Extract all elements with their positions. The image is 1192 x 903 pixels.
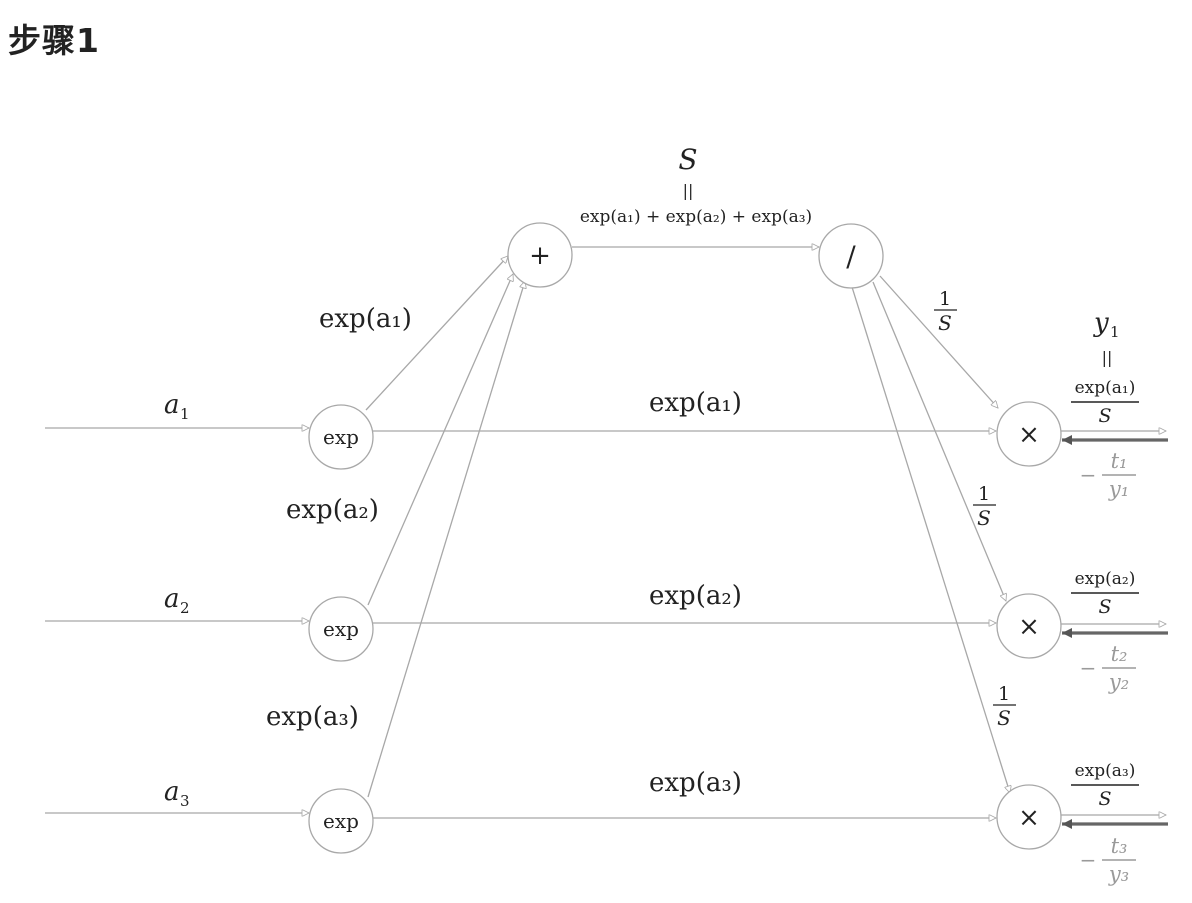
svg-text:S: S <box>1098 405 1111 427</box>
svg-text:exp(a₂): exp(a₂) <box>1075 569 1136 589</box>
svg-text:a: a <box>164 584 180 614</box>
output-fraction-2: exp(a₂) S <box>1071 569 1139 618</box>
svg-text:y: y <box>1093 308 1109 338</box>
edge-exp2-plus <box>367 274 513 606</box>
label-exp-a2-horiz: exp(a₂) <box>649 581 742 611</box>
exp-node-3: exp <box>308 788 374 854</box>
svg-text:1: 1 <box>998 683 1010 705</box>
svg-text:×: × <box>1018 803 1040 833</box>
label-exp-a3-horiz: exp(a₃) <box>649 768 742 798</box>
label-exp-a1-horiz: exp(a₁) <box>649 388 742 418</box>
fraction-1-over-S-3: 1 S <box>993 683 1016 730</box>
edge-div-mul1 <box>879 275 998 408</box>
svg-text:−: − <box>1080 656 1097 680</box>
svg-text:||: || <box>1102 348 1113 367</box>
svg-text:−: − <box>1080 848 1097 872</box>
svg-text:S: S <box>1098 596 1111 618</box>
multiply-node-3: × <box>996 784 1062 850</box>
svg-text:+: + <box>529 241 551 271</box>
svg-text:y₂: y₂ <box>1108 670 1129 694</box>
exp-node-1: exp <box>308 404 374 470</box>
gradient-label-3: − t₃ y₃ <box>1080 834 1136 886</box>
svg-text:t₃: t₃ <box>1111 834 1128 858</box>
svg-text:a: a <box>164 390 180 420</box>
svg-text:y₁: y₁ <box>1108 477 1129 501</box>
svg-text:S: S <box>1098 788 1111 810</box>
svg-text:1: 1 <box>1110 323 1120 341</box>
edge-exp3-plus <box>367 281 525 798</box>
label-S-definition: exp(a₁) + exp(a₂) + exp(a₃) <box>580 207 812 227</box>
svg-text:S: S <box>997 706 1011 730</box>
svg-text:a: a <box>164 777 180 807</box>
label-S: S <box>678 143 697 176</box>
svg-text:S: S <box>977 506 991 530</box>
svg-text:×: × <box>1018 420 1040 450</box>
svg-text:1: 1 <box>939 288 951 310</box>
edge-exp1-plus <box>365 256 508 411</box>
svg-text:t₁: t₁ <box>1111 449 1128 473</box>
svg-text:1: 1 <box>978 483 990 505</box>
gradient-label-1: − t₁ y₁ <box>1080 449 1136 501</box>
multiply-node-1: × <box>996 401 1062 467</box>
divide-node: / <box>818 223 884 289</box>
label-a2: a 2 <box>164 584 190 617</box>
output-fraction-3: exp(a₃) S <box>1071 761 1139 810</box>
label-a3: a 3 <box>164 777 190 810</box>
edge-div-mul2 <box>872 281 1006 601</box>
svg-text:exp(a₃): exp(a₃) <box>1075 761 1136 781</box>
page-title: 步骤1 <box>8 21 100 60</box>
plus-node: + <box>507 222 573 288</box>
svg-text:y₃: y₃ <box>1108 862 1129 886</box>
svg-text:exp: exp <box>323 617 359 641</box>
svg-text:2: 2 <box>180 599 190 617</box>
output-fraction-1: exp(a₁) S <box>1071 378 1139 427</box>
label-S-equals: || <box>683 181 694 200</box>
svg-text:1: 1 <box>180 405 190 423</box>
label-exp-a3-diag: exp(a₃) <box>266 702 359 732</box>
svg-text:−: − <box>1080 463 1097 487</box>
svg-text:t₂: t₂ <box>1111 642 1128 666</box>
svg-text:×: × <box>1018 612 1040 642</box>
fraction-1-over-S-1: 1 S <box>934 288 957 335</box>
gradient-label-2: − t₂ y₂ <box>1080 642 1136 694</box>
label-a1: a 1 <box>164 390 190 423</box>
svg-text:S: S <box>938 311 952 335</box>
label-exp-a1-diag: exp(a₁) <box>319 304 412 334</box>
fraction-1-over-S-2: 1 S <box>973 483 996 530</box>
svg-text:exp(a₁): exp(a₁) <box>1075 378 1136 398</box>
label-exp-a2-diag: exp(a₂) <box>286 495 379 525</box>
exp-node-2: exp <box>308 596 374 662</box>
svg-text:exp: exp <box>323 809 359 833</box>
multiply-node-2: × <box>996 593 1062 659</box>
edge-div-mul3 <box>851 286 1010 793</box>
svg-text:3: 3 <box>180 792 190 810</box>
svg-text:exp: exp <box>323 425 359 449</box>
svg-text:/: / <box>846 240 856 273</box>
label-y1: y 1 || <box>1093 308 1120 367</box>
